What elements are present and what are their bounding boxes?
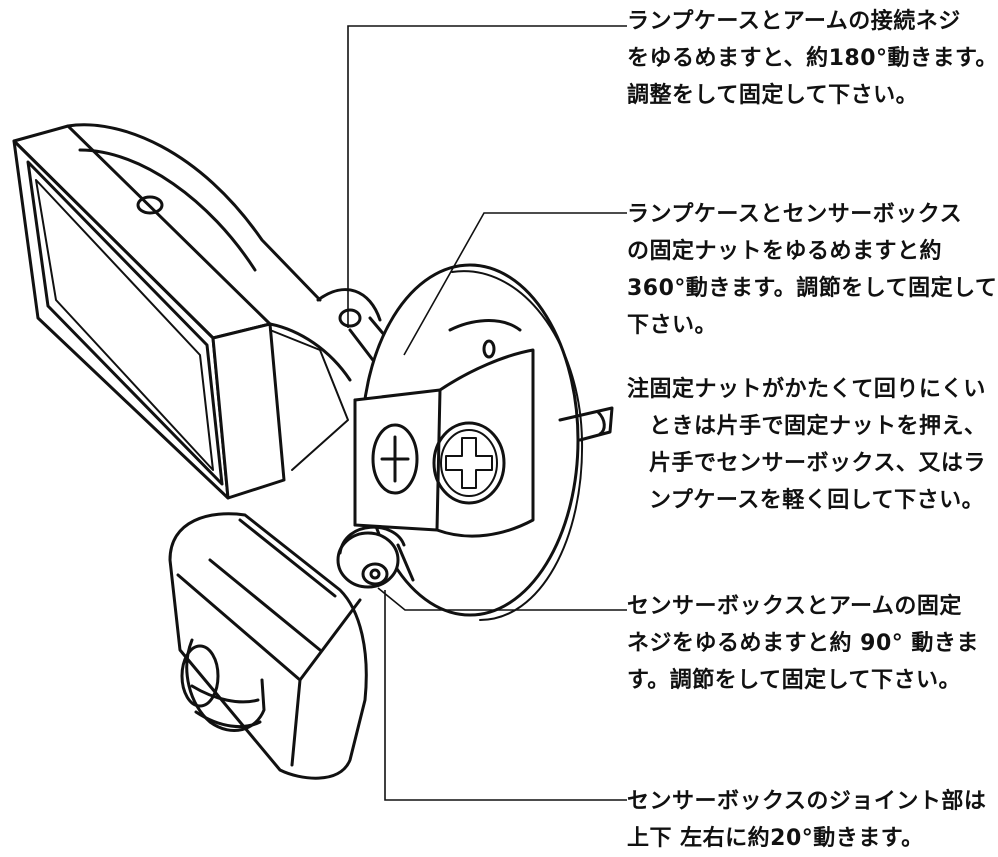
sensor-joint (336, 525, 415, 589)
leader-line-1 (347, 25, 627, 328)
callout-sensor-arm-screw: センサーボックスとアームの固定 ネジをゆるめますと約 90° 動きま す。調節を… (627, 594, 979, 693)
callout-lamp-sensor-nut: ランプケースとセンサーボックス の固定ナットをゆるめますと約 360°動きます。… (627, 202, 998, 338)
lamp-housing (12, 123, 352, 500)
sensor-box (168, 512, 368, 780)
leader-line-2 (403, 212, 627, 356)
callout-note: 注固定ナットがかたくて回りにくい ときは片手で固定ナットを押え、 片手でセンサー… (627, 377, 987, 513)
leader-line-4 (377, 587, 627, 611)
fixture-illustration (12, 25, 627, 801)
base-plate (353, 263, 614, 621)
callout-sensor-joint: センサーボックスのジョイント部は 上下 左右に約20°動きます。 (627, 789, 987, 851)
callout-lamp-arm-screw: ランプケースとアームの接続ネジ をゆるめますと、約180°動きます。 調整をして… (627, 9, 998, 108)
leader-line-5 (384, 590, 627, 801)
